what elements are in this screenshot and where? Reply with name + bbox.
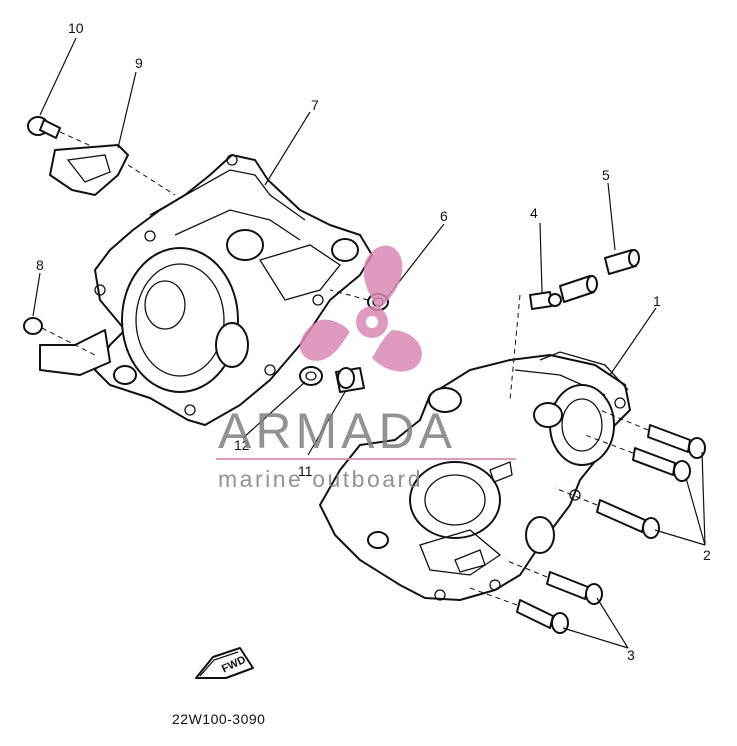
bolt-3-upper — [504, 559, 603, 605]
callout-8: 8 — [36, 257, 44, 273]
callout-2: 2 — [703, 547, 711, 563]
bolt-2-upper — [599, 409, 706, 459]
screw-8 — [23, 317, 96, 356]
propeller-logo-icon — [299, 245, 422, 372]
callout-7: 7 — [311, 97, 319, 113]
callout-5: 5 — [602, 167, 610, 183]
washer-12 — [299, 366, 323, 386]
callout-10: 10 — [68, 20, 84, 36]
crankcase-right-half — [319, 351, 631, 601]
plate-9 — [49, 144, 176, 196]
callout-12: 12 — [234, 437, 250, 453]
callout-11: 11 — [298, 463, 313, 479]
armada-watermark: ARMADA marine outboard — [216, 245, 516, 492]
callout-4: 4 — [530, 205, 538, 221]
fwd-arrow-icon: FWD — [195, 647, 254, 679]
drain-bolt-11 — [335, 367, 365, 393]
callout-3: 3 — [627, 647, 635, 663]
screw-10 — [27, 116, 101, 151]
bolt-2-lower — [554, 487, 660, 539]
fitting-4 — [509, 291, 562, 401]
diagram-code: 22W100-3090 — [172, 711, 265, 727]
watermark-rule — [216, 458, 516, 460]
watermark-title: ARMADA — [218, 403, 456, 459]
callout-1: 1 — [653, 293, 661, 309]
callout-numbers: 10 9 7 8 6 4 5 1 2 3 12 11 — [36, 20, 711, 663]
dowel-pin-5 — [559, 249, 640, 303]
watermark-subtitle: marine outboard — [218, 466, 423, 492]
bolt-2-middle — [584, 434, 691, 482]
crankcase-left-half — [39, 154, 373, 426]
callout-9: 9 — [135, 55, 143, 71]
bolt-3-lower — [469, 587, 569, 634]
callout-6: 6 — [440, 208, 448, 224]
